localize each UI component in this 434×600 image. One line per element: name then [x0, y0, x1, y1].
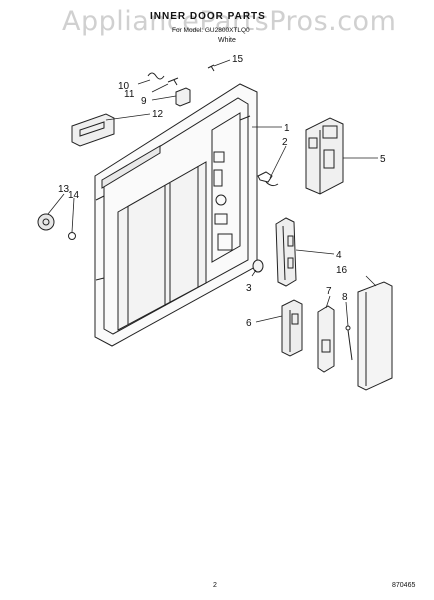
callout-6: 6 [246, 318, 252, 329]
door-clip[interactable] [175, 87, 191, 107]
watermark-text: AppliancePartsPros.com [62, 6, 397, 37]
diagram-title: INNER DOOR PARTS [150, 11, 266, 22]
latch-housing[interactable] [281, 299, 303, 357]
vent-grommet[interactable] [252, 259, 264, 273]
callout-1: 1 [284, 123, 290, 134]
side-panel[interactable] [357, 281, 393, 391]
callout-13: 13 [58, 184, 70, 195]
callout-15: 15 [232, 54, 244, 65]
callout-14: 14 [68, 190, 80, 201]
door-wheel[interactable] [37, 213, 55, 231]
clip-spring[interactable] [147, 72, 165, 80]
callout-9: 9 [141, 96, 147, 107]
model-label: For Model: GU2800XTLQ0 [172, 27, 250, 34]
vent-cover[interactable] [317, 305, 335, 373]
handle-bracket[interactable] [71, 113, 115, 147]
callout-8: 8 [342, 292, 348, 303]
top-screw[interactable] [207, 64, 215, 72]
color-label: White [218, 37, 236, 44]
dispenser-assembly[interactable] [305, 117, 344, 195]
wheel-washer[interactable] [68, 232, 76, 240]
callout-5: 5 [380, 154, 386, 165]
callout-2: 2 [282, 137, 288, 148]
callout-16: 16 [336, 265, 348, 276]
callout-11: 11 [124, 89, 135, 100]
inner-door-panel[interactable] [94, 83, 258, 347]
page-number: 2 [213, 582, 217, 589]
latch-spring[interactable] [257, 171, 279, 187]
callout-7: 7 [326, 286, 332, 297]
leader-lines [47, 59, 378, 327]
clip-screw[interactable] [167, 77, 179, 86]
callout-3: 3 [246, 283, 252, 294]
callout-4: 4 [336, 250, 342, 261]
vent-assembly[interactable] [275, 217, 297, 287]
cover-screw[interactable] [345, 325, 353, 361]
callout-10: 10 [118, 81, 130, 92]
diagram-code: 870465 [392, 582, 416, 589]
callout-12: 12 [152, 109, 164, 120]
